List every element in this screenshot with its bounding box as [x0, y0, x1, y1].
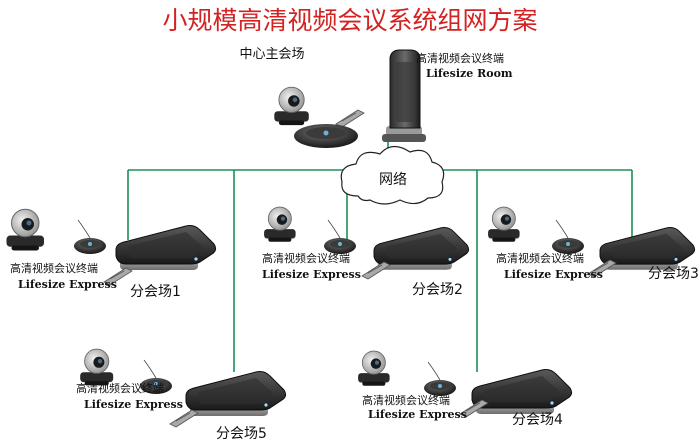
branch-site-5: 高清视频会议终端 Lifesize Express 分会场5 [76, 348, 287, 442]
main-site-label: 中心主会场 [239, 47, 304, 62]
camera-icon [5, 208, 45, 252]
site-label: 分会场4 [512, 412, 563, 428]
branch-site-1: 高清视频会议终端 Lifesize Express 分会场1 [5, 208, 217, 300]
network-label: 网络 [379, 172, 407, 188]
device-label-cn: 高清视频会议终端 [262, 251, 350, 265]
diagram-title: 小规模高清视频会议系统组网方案 [162, 6, 537, 35]
device-label-en: Lifesize Express [368, 408, 467, 421]
main-device-label-cn: 高清视频会议终端 [416, 51, 504, 65]
remote-icon [169, 409, 199, 428]
network-cloud-icon: 网络 [340, 145, 445, 205]
device-label-en: Lifesize Express [262, 268, 361, 281]
device-label-en: Lifesize Express [18, 278, 117, 291]
camera-icon [79, 348, 114, 386]
device-label-cn: 高清视频会议终端 [76, 381, 164, 395]
device-label-en: Lifesize Express [84, 398, 183, 411]
codec-icon [185, 371, 287, 417]
device-label-cn: 高清视频会议终端 [496, 251, 584, 265]
site-label: 分会场2 [412, 282, 463, 298]
device-label-cn: 高清视频会议终端 [10, 261, 98, 275]
branch-site-3: 高清视频会议终端 Lifesize Express 分会场3 [487, 206, 699, 282]
camera-icon [357, 350, 391, 387]
main-camera-icon [273, 86, 310, 126]
site-label: 分会场1 [130, 284, 181, 300]
site-label: 分会场5 [216, 426, 267, 442]
branch-site-4: 高清视频会议终端 Lifesize Express 分会场4 [357, 350, 573, 428]
device-label-cn: 高清视频会议终端 [362, 393, 450, 407]
camera-icon [263, 206, 297, 243]
microphone-icon [73, 219, 107, 255]
main-site: 中心主会场 高清视频会议终端 Lifesize Room [239, 47, 513, 148]
microphone-icon [323, 219, 357, 255]
codec-icon [471, 369, 573, 415]
remote-icon [361, 261, 391, 280]
codec-icon [373, 227, 470, 271]
room-codec-tower-icon [382, 49, 426, 142]
site-label: 分会场3 [648, 266, 699, 282]
branch-site-2: 高清视频会议终端 Lifesize Express 分会场2 [262, 206, 470, 298]
camera-icon [487, 206, 521, 243]
device-label-en: Lifesize Express [504, 268, 603, 281]
main-device-label-en: Lifesize Room [426, 67, 513, 80]
microphone-icon [423, 361, 457, 397]
main-remote-icon [335, 109, 365, 128]
main-microphone-icon [294, 124, 358, 148]
microphone-icon [551, 219, 585, 255]
codec-icon [115, 225, 217, 271]
